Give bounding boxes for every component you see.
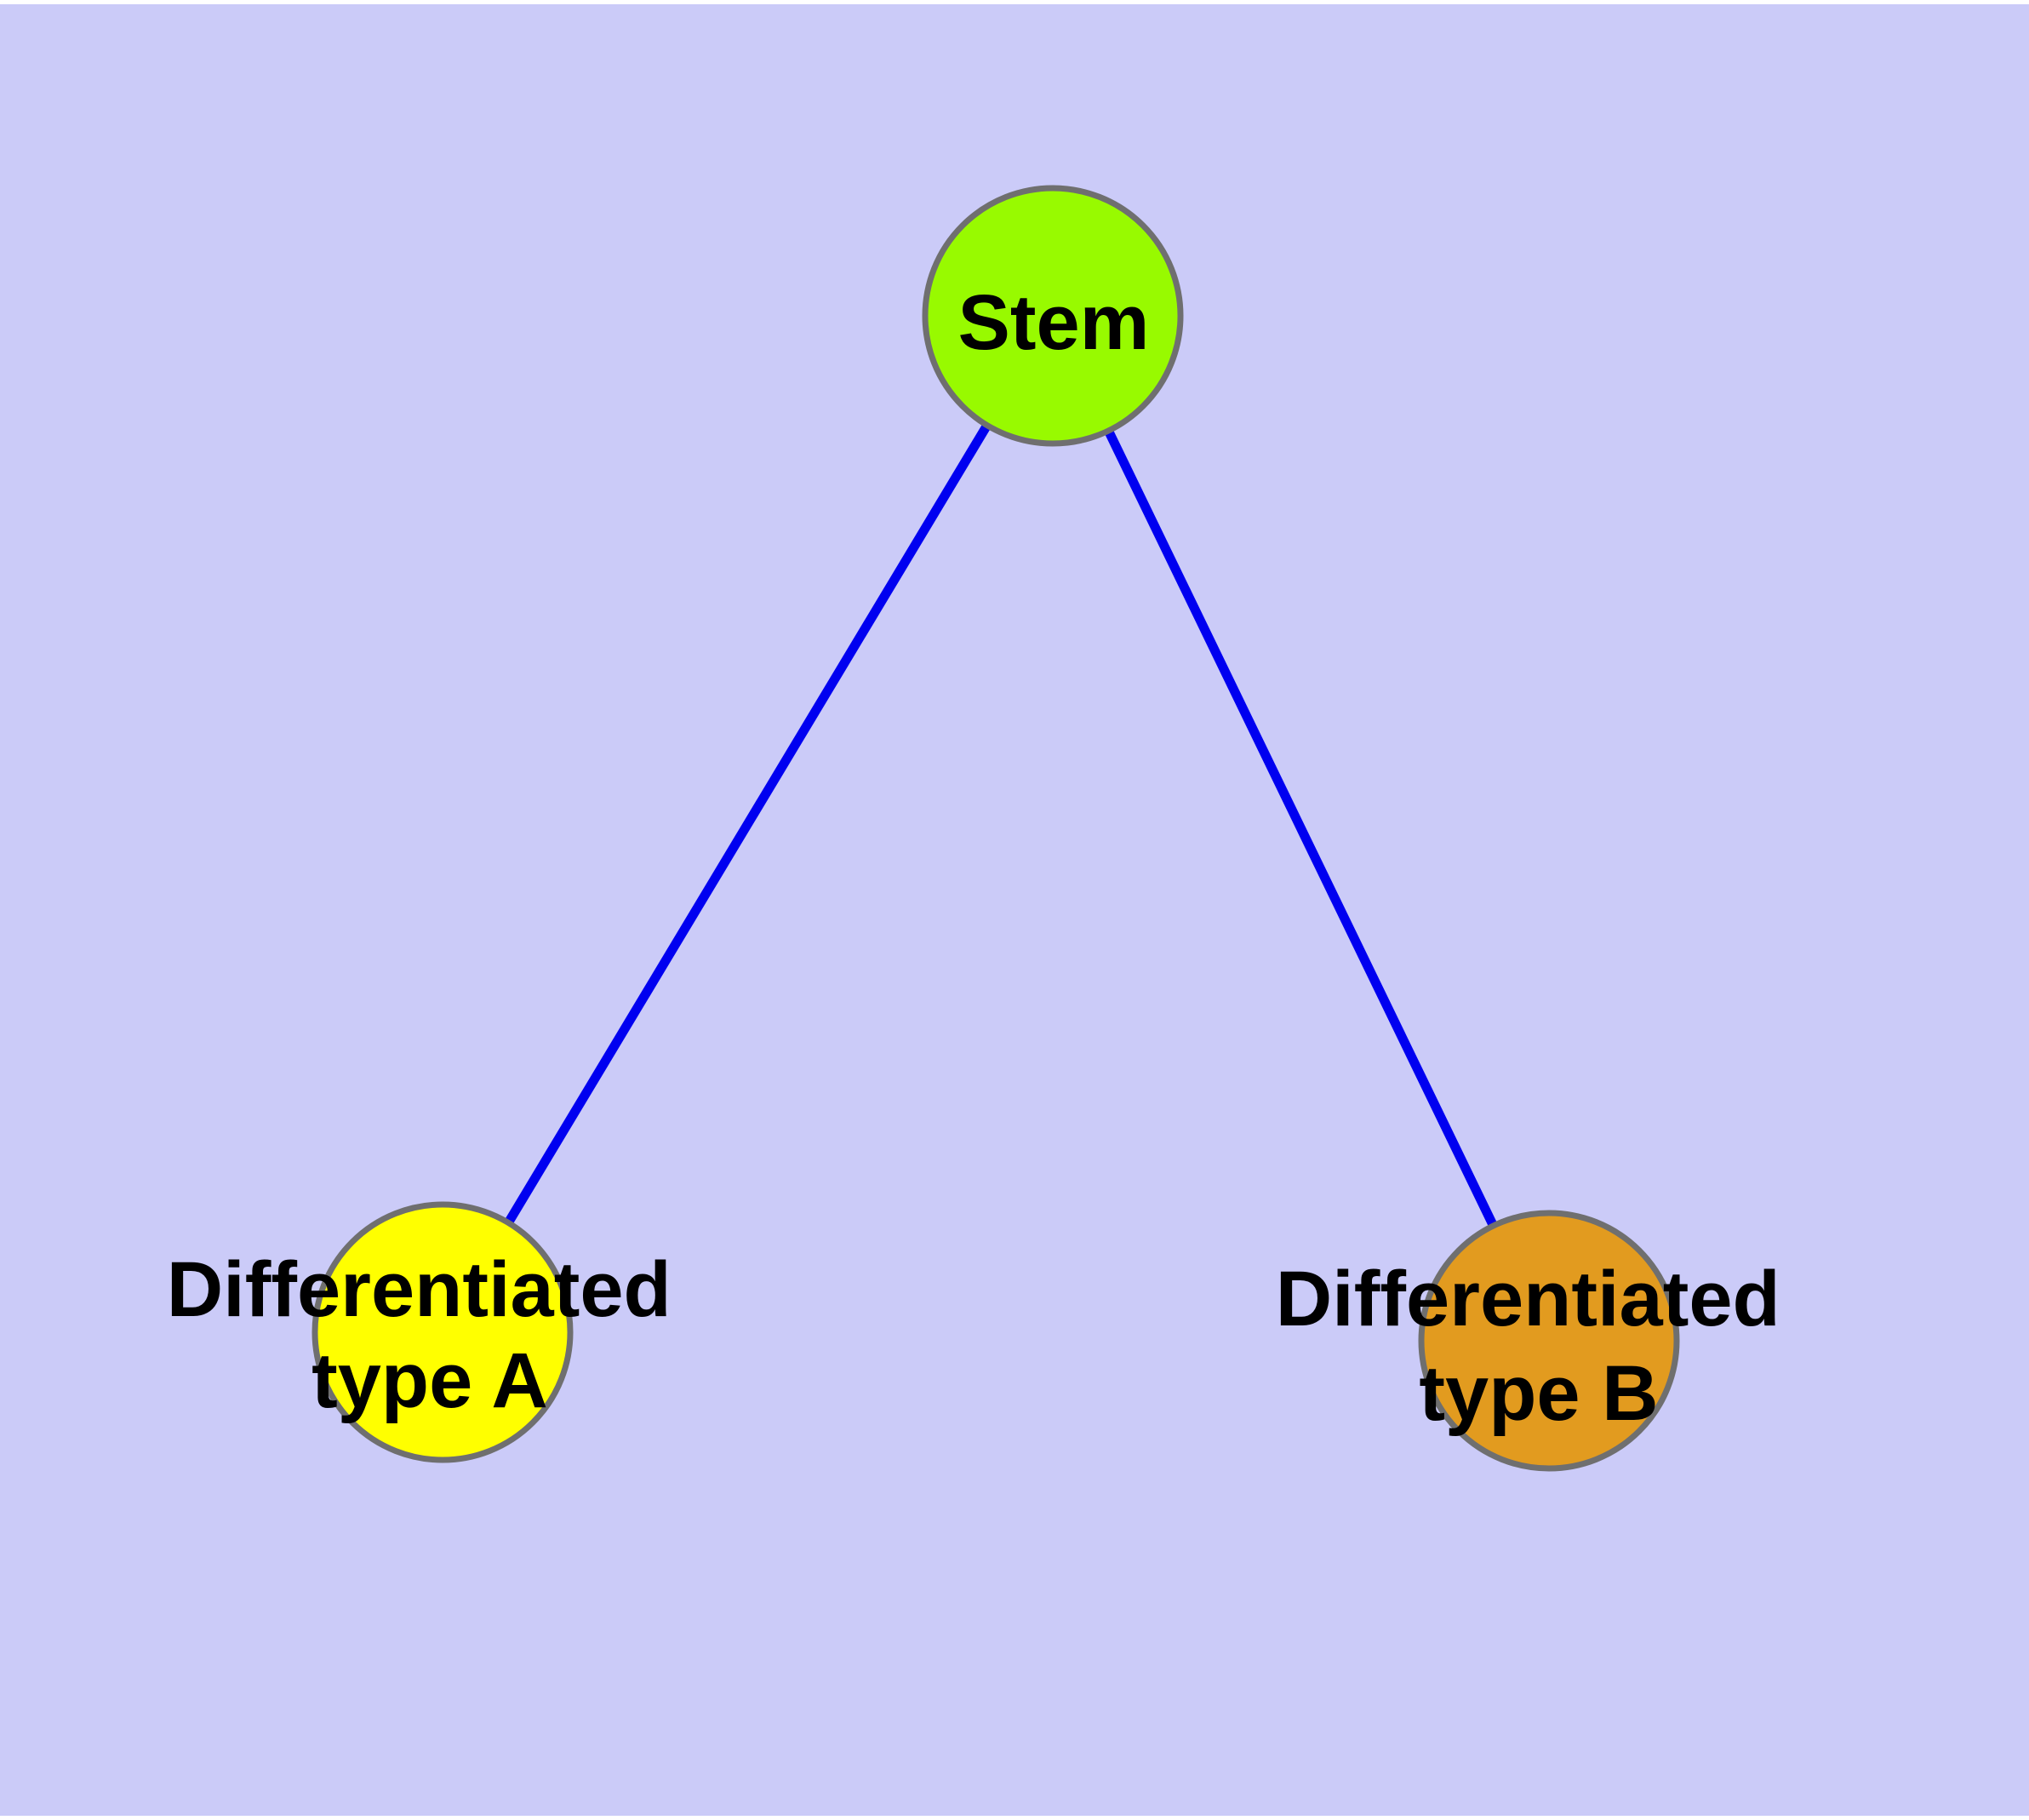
node-type-a-label-line2: type A <box>311 1337 548 1424</box>
node-type-b-label-line1: Differentiated <box>1276 1256 1780 1342</box>
node-stem-label: Stem <box>958 279 1150 366</box>
node-differentiated-type-b <box>1418 1210 1680 1472</box>
node-stem <box>922 185 1184 447</box>
node-type-b-label: Differentiated type B <box>1276 1256 1803 1437</box>
node-type-a-label: Differentiated type A <box>167 1246 694 1424</box>
node-type-b-label-line2: type B <box>1419 1350 1658 1437</box>
edge-stem-to-type-b <box>1049 313 1553 1343</box>
node-differentiated-type-a <box>311 1201 574 1463</box>
edge-stem-to-type-a <box>438 313 1057 1335</box>
node-type-a-label-line1: Differentiated <box>167 1246 672 1333</box>
